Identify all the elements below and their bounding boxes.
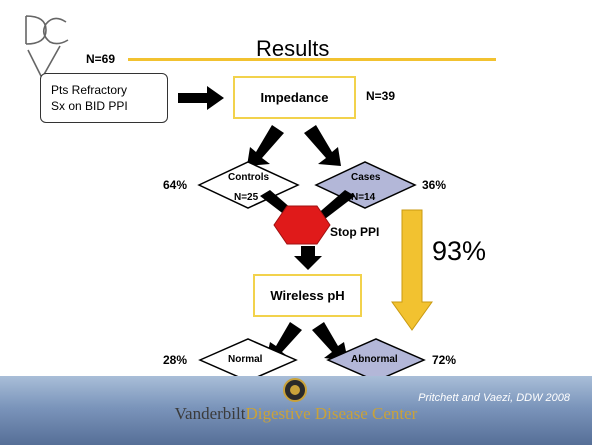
arrow-right-icon <box>178 86 224 110</box>
start-line-2: Sx on BID PPI <box>51 99 128 113</box>
total-count: N=69 <box>86 52 116 66</box>
arrow-converge-right-icon <box>315 190 355 222</box>
footer-name-part1: Vanderbilt <box>174 404 246 423</box>
abnormal-diamond <box>326 338 426 382</box>
start-box: Pts Refractory Sx on BID PPI <box>40 73 168 123</box>
wireless-label: Wireless pH <box>270 288 345 303</box>
normal-diamond <box>198 338 298 382</box>
big-yellow-arrow-icon <box>391 209 433 331</box>
controls-label: Controls <box>228 172 270 183</box>
citation: Pritchett and Vaezi, DDW 2008 <box>418 392 570 404</box>
cases-count: N=14 <box>351 192 376 203</box>
controls-diamond <box>197 161 300 209</box>
wireless-box: Wireless pH <box>253 274 362 317</box>
arrow-down-left-icon <box>247 125 284 166</box>
normal-label: Normal <box>228 354 263 365</box>
start-line-1: Pts Refractory <box>51 83 128 97</box>
impedance-count: N=39 <box>366 89 396 103</box>
stop-hexagon-icon <box>273 205 331 245</box>
title-rule <box>128 58 496 61</box>
cases-pct: 36% <box>422 178 447 192</box>
stop-ppi-label: Stop PPI <box>330 225 380 239</box>
abnormal-pct: 72% <box>432 353 457 367</box>
seal-icon <box>283 378 307 402</box>
slide-title: Results <box>256 36 330 61</box>
controls-pct: 64% <box>163 178 188 192</box>
footer-name-part2: Digestive Disease Center <box>245 404 418 423</box>
impedance-label: Impedance <box>260 90 329 105</box>
arrow-down-right-icon <box>304 125 341 166</box>
impedance-box: Impedance <box>233 76 356 119</box>
big-percentage: 93% <box>432 236 487 266</box>
arrow-down-icon <box>294 246 322 270</box>
controls-count: N=25 <box>234 192 259 203</box>
normal-pct: 28% <box>163 353 188 367</box>
abnormal-label: Abnormal <box>351 354 398 365</box>
footer-institution: VanderbiltDigestive Disease Center <box>0 404 592 424</box>
cases-label: Cases <box>351 172 381 183</box>
arrow-down-right-2-icon <box>312 322 348 361</box>
